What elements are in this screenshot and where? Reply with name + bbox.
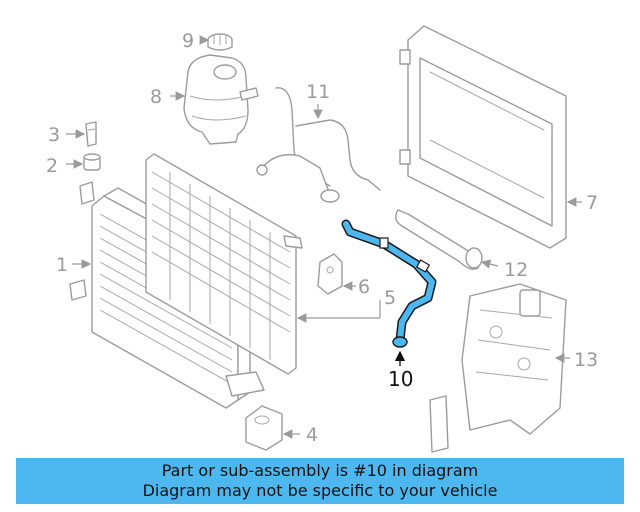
callout-4: 4 [306, 424, 318, 446]
info-banner: Part or sub-assembly is #10 in diagram D… [16, 458, 624, 504]
callout-3: 3 [48, 124, 60, 146]
callout-6: 6 [358, 276, 370, 298]
highlighted-hose-part-10 [341, 219, 437, 348]
callout-7: 7 [586, 192, 598, 214]
mount [245, 405, 283, 451]
callout-2: 2 [46, 155, 58, 177]
callout-11: 11 [306, 81, 330, 103]
expansion-tank [183, 54, 259, 145]
condenser-frame [145, 153, 303, 375]
grommet [83, 153, 101, 171]
callout-8: 8 [150, 86, 162, 108]
callout-1: 1 [56, 254, 68, 276]
bracket [317, 253, 343, 295]
sensor [85, 121, 97, 147]
banner-line-1: Part or sub-assembly is #10 in diagram [161, 461, 479, 480]
callout-5: 5 [384, 287, 396, 309]
callout-10: 10 [388, 367, 413, 391]
reservoir-cap [207, 33, 233, 51]
callout-9: 9 [182, 30, 194, 52]
upper-hose-assembly [256, 87, 381, 203]
fan-shroud [399, 25, 567, 249]
lower-hose [395, 209, 483, 270]
callout-13: 13 [574, 349, 598, 371]
callout-12: 12 [504, 259, 528, 281]
banner-line-2: Diagram may not be specific to your vehi… [142, 481, 498, 500]
side-bracket [429, 283, 567, 453]
